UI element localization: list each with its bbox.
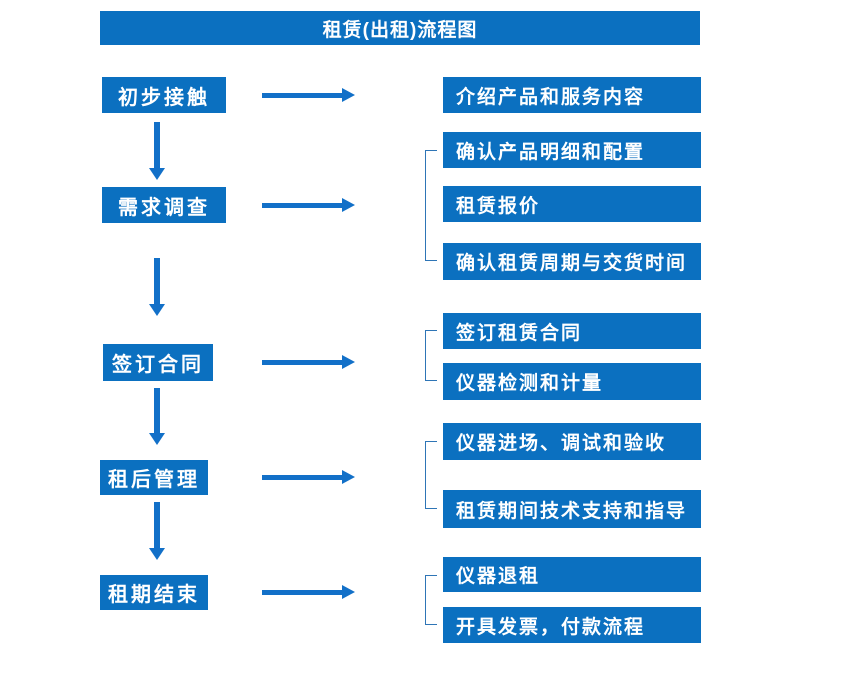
- arrow-down-icon: [149, 388, 165, 445]
- arrow-head: [342, 198, 355, 212]
- arrow-down-icon: [149, 502, 165, 560]
- arrow-shaft: [262, 359, 342, 365]
- arrow-shaft: [262, 589, 342, 595]
- arrow-right-icon: [262, 470, 355, 484]
- stage-box-sign-contract: 签订合同: [103, 344, 213, 381]
- stage-box-post-rental-management: 租后管理: [100, 460, 208, 495]
- arrow-head: [342, 585, 355, 599]
- detail-box-technical-support-guidance: 租赁期间技术支持和指导: [443, 490, 701, 528]
- stage-box-initial-contact: 初步接触: [102, 77, 226, 113]
- arrow-head: [149, 168, 165, 180]
- arrow-shaft: [262, 92, 342, 98]
- arrow-right-icon: [262, 198, 355, 212]
- arrow-down-icon: [149, 122, 165, 180]
- bracket-demand-survey-group: [425, 150, 437, 261]
- bracket-rental-end-group: [425, 575, 437, 625]
- detail-box-instrument-entry-debug-acceptance: 仪器进场、调试和验收: [443, 423, 701, 460]
- stage-box-demand-survey: 需求调查: [102, 187, 226, 223]
- arrow-shaft: [262, 474, 342, 480]
- detail-box-invoice-payment-process: 开具发票，付款流程: [443, 607, 701, 643]
- arrow-down-icon: [149, 258, 165, 316]
- arrow-head: [149, 304, 165, 316]
- bracket-sign-contract-group: [425, 330, 437, 381]
- bracket-post-rental-group: [425, 441, 437, 509]
- arrow-shaft: [154, 388, 160, 433]
- diagram-title: 租赁(出租)流程图: [100, 11, 700, 45]
- detail-box-confirm-period-delivery: 确认租赁周期与交货时间: [443, 243, 701, 280]
- arrow-head: [149, 433, 165, 445]
- stage-box-rental-end: 租期结束: [100, 575, 208, 610]
- arrow-head: [342, 88, 355, 102]
- detail-box-sign-rental-contract: 签订租赁合同: [443, 313, 701, 349]
- detail-box-introduce-products-services: 介绍产品和服务内容: [443, 77, 701, 113]
- arrow-shaft: [154, 258, 160, 304]
- detail-box-confirm-product-config: 确认产品明细和配置: [443, 132, 701, 168]
- detail-box-instrument-return: 仪器退租: [443, 557, 701, 592]
- arrow-shaft: [262, 202, 342, 208]
- arrow-right-icon: [262, 88, 355, 102]
- arrow-head: [342, 355, 355, 369]
- arrow-right-icon: [262, 355, 355, 369]
- detail-box-rental-quote: 租赁报价: [443, 186, 701, 222]
- detail-box-instrument-testing-metering: 仪器检测和计量: [443, 363, 701, 400]
- arrow-shaft: [154, 502, 160, 548]
- arrow-shaft: [154, 122, 160, 168]
- arrow-head: [342, 470, 355, 484]
- arrow-right-icon: [262, 585, 355, 599]
- arrow-head: [149, 548, 165, 560]
